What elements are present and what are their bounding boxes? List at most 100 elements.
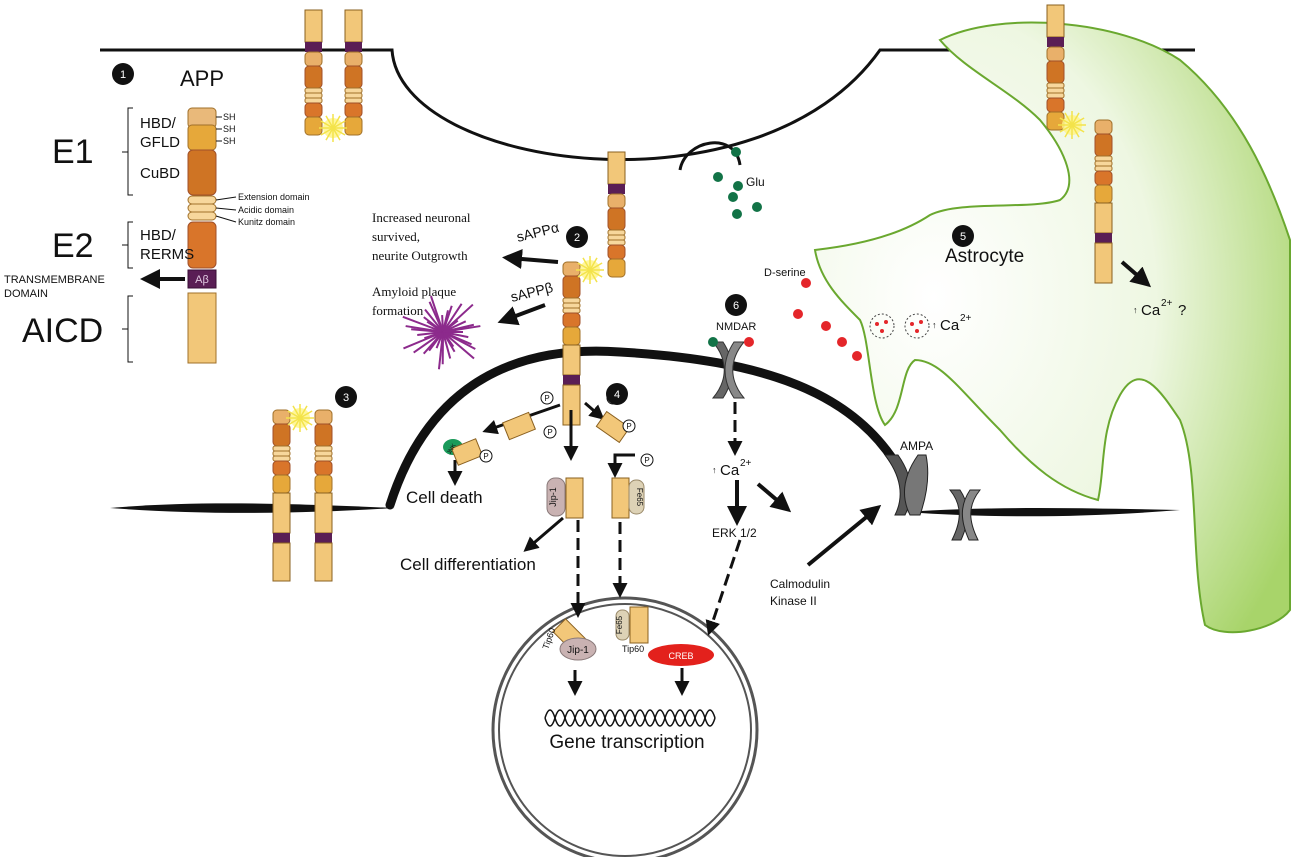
transmembrane-label-1: TRANSMEMBRANE (4, 274, 105, 286)
creb-label: CREB (668, 651, 693, 661)
glutamate-dot (728, 192, 738, 202)
up-arrow: ↑ (712, 465, 717, 475)
interaction-spark (576, 256, 604, 284)
app-protein (344, 9, 363, 136)
hbd-gfld-label-2: GFLD (140, 134, 180, 151)
plaque-fibril (442, 331, 452, 359)
marker-3: 3 (343, 392, 349, 404)
plaque-fibril (430, 295, 444, 333)
app-protein (607, 151, 626, 278)
interaction-spark (286, 404, 314, 432)
astro-ca-sup: 2+ (960, 313, 972, 324)
dserine-dot (801, 278, 811, 288)
phosphate-label: P (547, 428, 552, 437)
sapp-alpha-label: sAPPα (515, 219, 561, 245)
dserine-dot (852, 351, 862, 361)
app-protein (304, 9, 323, 136)
jip1-protein (546, 477, 566, 517)
app-proteins (272, 4, 1113, 582)
dserine-dot (821, 321, 831, 331)
hbd-gfld-label-1: HBD/ (140, 115, 177, 132)
plaque-fibril (424, 308, 444, 333)
cell-death-label: Cell death (406, 488, 483, 507)
hbd-rerms-label-1: HBD/ (140, 227, 177, 244)
transmembrane-label-2: DOMAIN (4, 288, 48, 300)
fe65-nuclear-label: Fe65 (615, 615, 624, 634)
plaque-fibril (442, 305, 453, 333)
step-markers: 1 2 3 4 5 6 (112, 63, 974, 408)
phosphate-label: P (483, 452, 488, 461)
plaque-label-2: formation (372, 303, 424, 318)
dna-helix (544, 709, 716, 727)
glutamate-dot (732, 209, 742, 219)
phosphate-label: P (626, 422, 631, 431)
phosphate-label: P (644, 456, 649, 465)
sh-label: SH (223, 124, 236, 134)
glu-label: Glu (746, 175, 765, 189)
app-protein (314, 409, 333, 582)
calmodulin-label-2: Kinase II (770, 594, 817, 608)
mid-ca-sup: 2+ (740, 458, 752, 469)
up-arrow: ↑ (1133, 305, 1138, 315)
abeta-label: Aβ (195, 274, 209, 286)
kunitz-domain-label: Kunitz domain (238, 217, 295, 227)
amyloid-plaque (402, 295, 481, 370)
extension-domain-label: Extension domain (238, 192, 310, 202)
marker-5: 5 (960, 231, 966, 243)
hbd-rerms-label-2: RERMS (140, 246, 194, 263)
pathway-labels: Glu Increased neuronal survived, neurite… (372, 175, 1186, 753)
app-labels: APP E1 E2 AICD HBD/ GFLD CuBD HBD/ RERMS… (4, 66, 310, 350)
app-title: APP (180, 66, 224, 91)
astrocyte-label: Astrocyte (945, 246, 1024, 267)
app-protein (562, 261, 581, 426)
glutamate-dot (731, 147, 741, 157)
nmdar-channel (708, 337, 754, 399)
pathway-arrows (447, 249, 1152, 696)
e2-label: E2 (52, 227, 94, 265)
right-ca-sup: 2+ (1161, 298, 1173, 309)
tip60-label-a: Tip60 (540, 626, 557, 650)
plaque-fibril (437, 331, 444, 370)
ampa-channel (884, 454, 929, 516)
app-protein (1046, 4, 1065, 131)
fe65-protein (628, 479, 645, 515)
app-protein (1094, 119, 1113, 284)
plaque-fibril (442, 303, 463, 333)
plaque-fibril (442, 325, 481, 333)
dna-strand (544, 709, 716, 727)
marker-4: 4 (614, 389, 620, 401)
interaction-spark (1058, 111, 1086, 139)
aicd-label: AICD (22, 312, 103, 350)
sh-label: SH (223, 112, 236, 122)
tip60-label-b: Tip60 (622, 644, 644, 654)
cubd-label: CuBD (140, 165, 180, 182)
plaque-fibril (402, 315, 444, 333)
gene-transcription-label: Gene transcription (549, 732, 704, 753)
second-channel (948, 489, 982, 541)
marker-2: 2 (574, 232, 580, 244)
glutamate-dots (713, 147, 762, 219)
neuronal-label-1: Increased neuronal (372, 210, 471, 225)
astrocyte-cell (813, 21, 1291, 634)
glutamate-dot (733, 181, 743, 191)
vesicle-membrane (678, 141, 742, 171)
sh-label: SH (223, 136, 236, 146)
marker-1: 1 (120, 69, 126, 81)
jip1-nuclear-label: Jip-1 (567, 645, 589, 656)
plaque-label-1: Amyloid plaque (372, 284, 456, 299)
sapp-beta-label: sAPPβ (509, 279, 555, 305)
right-ca-label: Ca (1141, 302, 1161, 319)
acidic-domain-label: Acidic domain (238, 205, 294, 215)
plaque-fibril (442, 331, 475, 360)
plaque-fibril (405, 325, 444, 333)
up-arrow: ↑ (932, 320, 937, 330)
nmdar-label: NMDAR (716, 321, 756, 333)
astro-vesicles (869, 313, 930, 339)
interaction-spark (319, 114, 347, 142)
cell-differentiation-label: Cell differentiation (400, 555, 536, 574)
app-protein (272, 409, 291, 582)
intracellular-fragments (450, 410, 714, 666)
calmodulin-label-1: Calmodulin (770, 577, 830, 591)
